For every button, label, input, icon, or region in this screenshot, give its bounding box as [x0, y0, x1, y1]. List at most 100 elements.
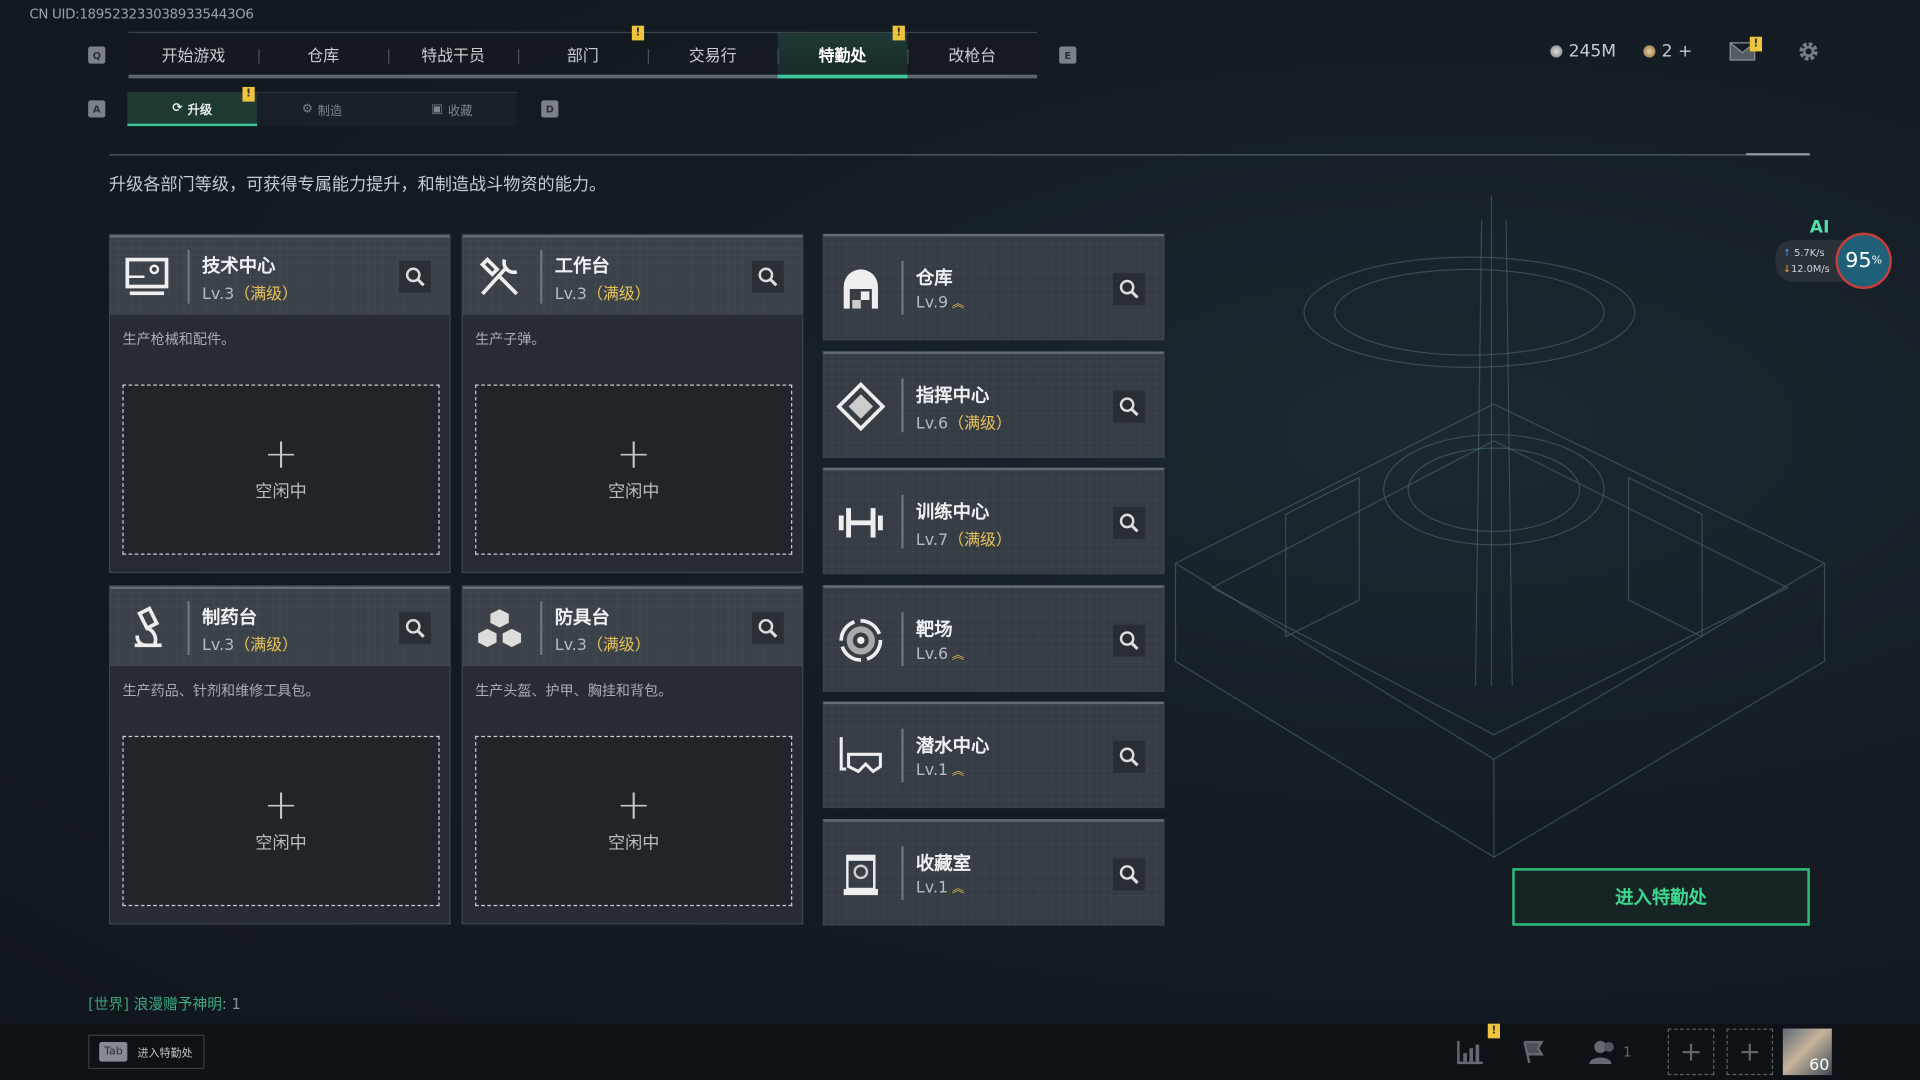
tab-hint-label: 进入特勤处: [137, 1047, 193, 1060]
facility-item[interactable]: 收藏室 Lv.1︽: [822, 818, 1165, 926]
tab-enter-special-ops-hint[interactable]: Tab 进入特勤处: [88, 1034, 205, 1069]
plus-icon: +: [616, 429, 652, 479]
slot-status: 空闲中: [607, 481, 660, 502]
magnifier-icon: [1119, 396, 1139, 416]
magnifier-icon: [405, 618, 425, 638]
inspect-button[interactable]: [1113, 273, 1145, 305]
alert-badge: !: [242, 86, 255, 102]
facility-wireframe-illustration: [1174, 195, 1826, 858]
settings-gear-icon[interactable]: [1796, 39, 1820, 63]
production-name: 制药台: [202, 606, 258, 629]
upgrade-icon: ⟳: [172, 101, 183, 116]
team-slot-add-button[interactable]: +: [1726, 1028, 1774, 1076]
divider: [901, 728, 904, 783]
divider: [540, 249, 543, 304]
facility-item[interactable]: 潜水中心 Lv.1︽: [822, 701, 1165, 809]
friends-button[interactable]: 1: [1586, 1032, 1635, 1071]
stats-button[interactable]: [1446, 1032, 1495, 1071]
upgrade-available-icon: ︽: [951, 648, 964, 662]
flag-button[interactable]: [1509, 1032, 1558, 1071]
inspect-button[interactable]: [399, 260, 432, 293]
tab-special-ops[interactable]: 特勤处: [777, 33, 908, 79]
facility-name: 收藏室: [915, 851, 972, 874]
nav-prev-key-hint: Q: [88, 46, 106, 64]
facility-item[interactable]: 指挥中心 Lv.6（满级）: [822, 350, 1165, 458]
facility-item[interactable]: 仓库 Lv.9︽: [822, 233, 1165, 341]
tab-gunsmith[interactable]: 改枪台: [907, 33, 1037, 75]
facility-level: Lv.1︽: [915, 878, 964, 897]
production-level: Lv.3（满级）: [202, 285, 298, 304]
slot-status: 空闲中: [607, 833, 660, 853]
bar-chart-icon: [1457, 1040, 1483, 1065]
inspect-button[interactable]: [751, 260, 784, 293]
inspect-button[interactable]: [399, 612, 432, 645]
production-slot[interactable]: + 空闲中: [475, 735, 793, 907]
tab-start-game[interactable]: 开始游戏: [129, 33, 259, 75]
nav-next-key-hint: E: [1059, 46, 1077, 64]
facility-level: Lv.6︽: [915, 644, 964, 664]
production-slot[interactable]: + 空闲中: [122, 735, 440, 907]
tab-label: 特勤处: [818, 47, 867, 66]
divider: [901, 377, 904, 432]
production-description: 生产子弹。: [475, 330, 546, 348]
facility-name: 指挥中心: [915, 383, 990, 406]
tab-label: 改枪台: [948, 47, 997, 66]
ticket-amount: 2 +: [1661, 41, 1693, 62]
facility-item[interactable]: 训练中心 Lv.7（满级）: [822, 467, 1165, 575]
inspect-button[interactable]: [1113, 390, 1145, 422]
player-avatar[interactable]: 60: [1782, 1028, 1832, 1076]
tools-icon: [479, 256, 519, 296]
tab-departments[interactable]: 部门: [517, 33, 648, 75]
monitor-icon: [125, 257, 169, 296]
subtab-collection[interactable]: ▣收藏: [386, 93, 517, 127]
inspect-button[interactable]: [751, 612, 784, 645]
display-case-icon: [843, 854, 878, 895]
warehouse-icon: [843, 269, 878, 309]
divider: [901, 845, 904, 900]
tab-operators[interactable]: 特战干员: [388, 33, 518, 75]
subtab-next-key-hint: D: [541, 100, 559, 118]
divider: [187, 601, 190, 656]
network-speed: ↑ 5.7K/s ↓12.0M/s: [1775, 240, 1849, 282]
facility-name: 仓库: [915, 266, 953, 289]
tab-trading[interactable]: 交易行: [647, 33, 778, 75]
upgrade-available-icon: ︽: [951, 765, 964, 779]
magnifier-icon: [758, 618, 778, 638]
production-name: 防具台: [554, 606, 610, 629]
ticket-display[interactable]: 2 +: [1643, 41, 1693, 62]
facility-level: Lv.1︽: [915, 761, 964, 781]
enter-special-ops-button[interactable]: 进入特勤处: [1512, 868, 1810, 926]
production-slot[interactable]: + 空闲中: [475, 384, 793, 555]
inspect-button[interactable]: [1113, 506, 1145, 539]
team-slot-add-button[interactable]: +: [1667, 1028, 1715, 1076]
production-card: 工作台 Lv.3（满级） 生产子弹。 + 空闲中: [461, 233, 804, 574]
production-level: Lv.3（满级）: [202, 636, 298, 656]
inspect-button[interactable]: [1113, 857, 1145, 890]
target-icon: [839, 618, 883, 662]
diving-mask-icon: [839, 737, 882, 774]
subtab-craft[interactable]: ⚙制造: [257, 93, 387, 127]
production-card: 防具台 Lv.3（满级） 生产头盔、护甲、胸挂和背包。 + 空闲中: [461, 585, 804, 925]
chat-sender: 浪漫赠予神明: [133, 995, 222, 1013]
friends-icon: [1588, 1040, 1614, 1065]
magnifier-icon: [405, 267, 425, 287]
chat-line[interactable]: [世界] 浪漫赠予神明: 1: [88, 993, 241, 1014]
alert-badge: !: [1749, 36, 1763, 52]
inspect-button[interactable]: [1113, 740, 1145, 773]
tab-warehouse[interactable]: 仓库: [258, 33, 388, 75]
plus-icon: +: [616, 780, 652, 830]
divider: [108, 154, 1810, 156]
currency-display[interactable]: 245M: [1550, 42, 1616, 61]
subtab-upgrade[interactable]: ⟳升级: [127, 93, 258, 127]
upgrade-available-icon: ︽: [951, 297, 964, 312]
flag-icon: [1523, 1040, 1544, 1064]
facility-item[interactable]: 靶场 Lv.6︽: [822, 584, 1165, 692]
production-name: 技术中心: [202, 254, 276, 277]
chat-message: : 1: [221, 995, 241, 1013]
inspect-button[interactable]: [1113, 623, 1145, 656]
magnifier-icon: [1119, 630, 1139, 650]
tab-label: 仓库: [307, 47, 340, 66]
production-slot[interactable]: + 空闲中: [122, 384, 440, 555]
plus-icon: +: [263, 780, 299, 830]
